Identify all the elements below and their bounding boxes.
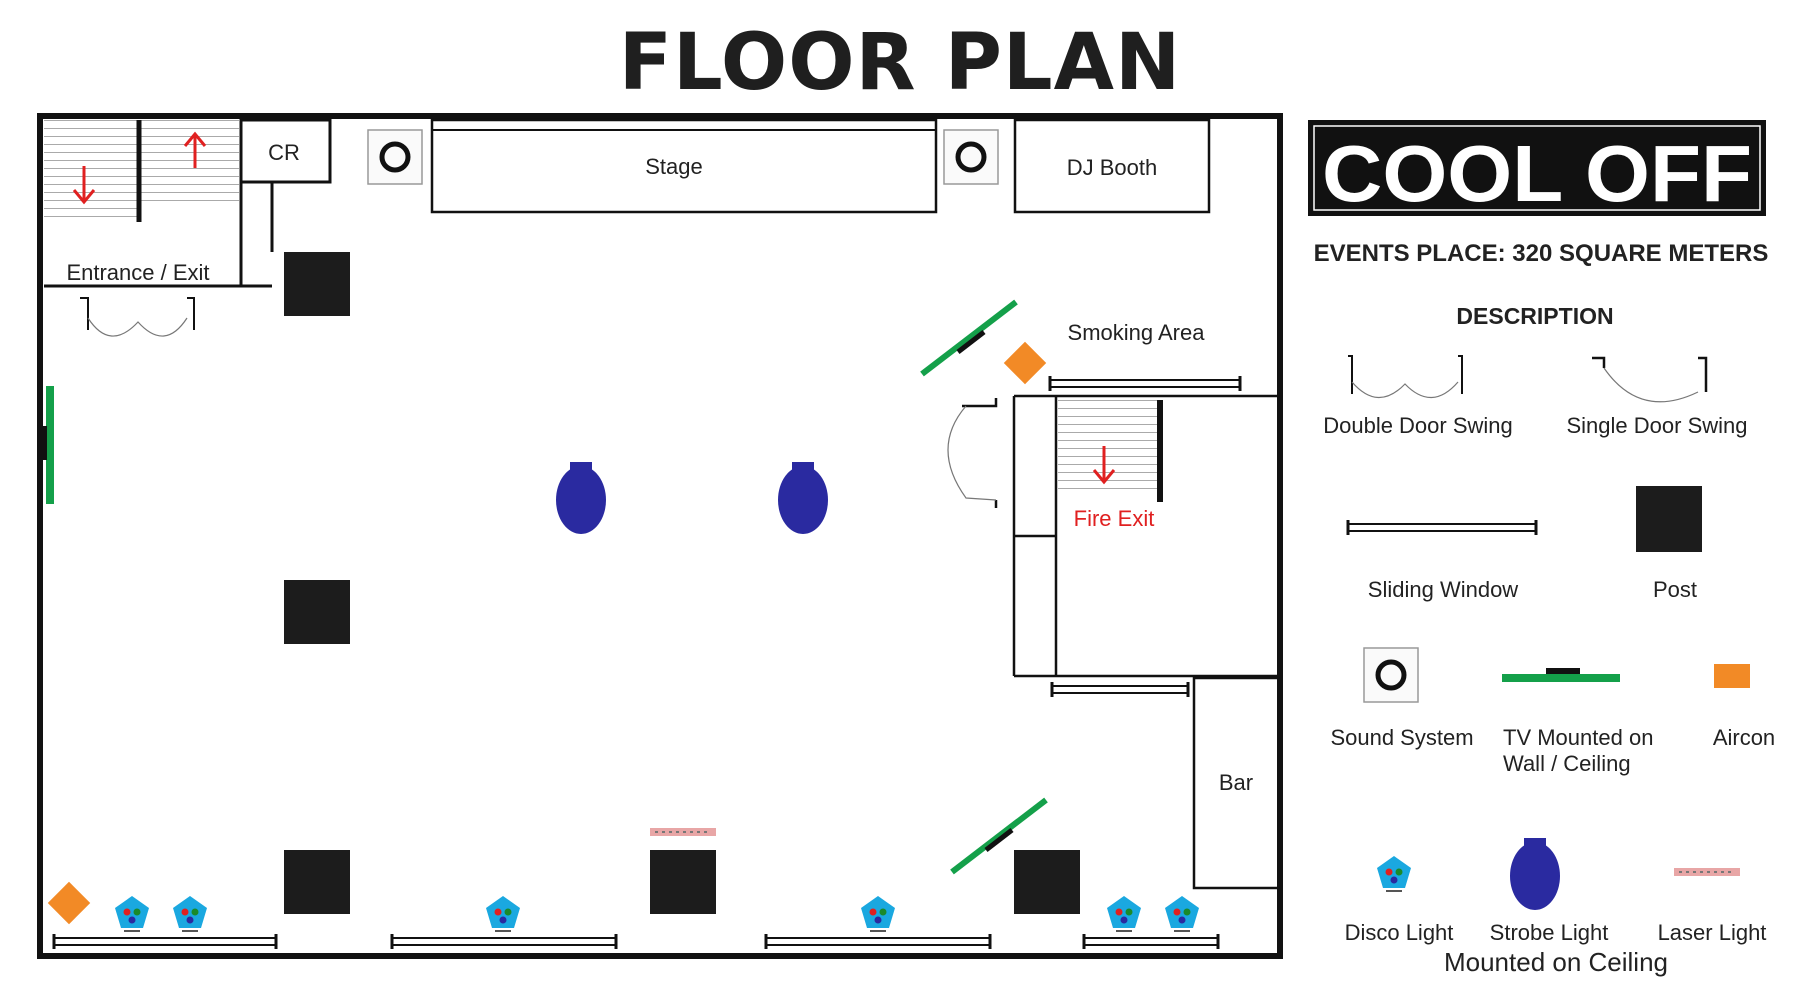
- disco-light: [1107, 896, 1141, 932]
- legend-disco-light-icon: [1377, 856, 1411, 892]
- sound-system: [367, 129, 423, 185]
- disco-light: [173, 896, 207, 932]
- legend-double-door-label: Double Door Swing: [1323, 413, 1513, 438]
- legend-post-icon: [1636, 486, 1702, 552]
- legend-double-door-icon: [1348, 355, 1463, 399]
- stair-up: [141, 120, 239, 208]
- page-title: FLOOR PLAN: [618, 18, 1182, 108]
- legend-laser-light-label: Laser Light: [1658, 920, 1767, 945]
- post: [284, 850, 350, 914]
- legend: DESCRIPTION Double Door Swing Single Doo…: [1323, 303, 1775, 977]
- legend-ceiling-note: Mounted on Ceiling: [1444, 947, 1668, 977]
- legend-sound-system-label: Sound System: [1330, 725, 1473, 750]
- tv-mounted-bottom: [950, 797, 1048, 875]
- disco-light: [486, 896, 520, 932]
- legend-tv-icon: [1502, 668, 1620, 682]
- legend-tv-label-2: Wall / Ceiling: [1503, 751, 1631, 776]
- exit-arrow-down: [72, 166, 96, 205]
- tv-mounted-smoking: [920, 299, 1018, 377]
- smoking-area-label: Smoking Area: [1068, 320, 1206, 345]
- strobe-light: [556, 462, 606, 534]
- fire-exit-block: Fire Exit: [947, 394, 1278, 678]
- sliding-window: [1048, 376, 1242, 391]
- sound-system: [943, 129, 999, 185]
- fire-exit-stair: [1058, 400, 1158, 496]
- post: [1014, 850, 1080, 914]
- stage: Stage: [430, 118, 938, 214]
- legend-disco-light-label: Disco Light: [1345, 920, 1454, 945]
- post: [650, 850, 716, 914]
- entrance-area: Entrance / Exit: [44, 120, 272, 337]
- fire-exit-arrow: [1092, 446, 1116, 485]
- outer-wall: [37, 113, 1283, 959]
- sliding-window: [764, 934, 992, 949]
- legend-aircon-icon: [1714, 664, 1750, 688]
- fire-exit-label: Fire Exit: [1074, 506, 1155, 531]
- legend-single-door-icon: [1592, 356, 1708, 403]
- disco-light: [115, 896, 149, 932]
- strobe-light: [778, 462, 828, 534]
- legend-sliding-window-label: Sliding Window: [1368, 577, 1519, 602]
- laser-light: [650, 828, 716, 836]
- cr-label: CR: [268, 140, 300, 165]
- aircon: [1003, 341, 1047, 385]
- fire-exit-single-door: [947, 398, 998, 508]
- tv-wall-left: [42, 386, 54, 504]
- disco-light: [861, 896, 895, 932]
- stair-down: [44, 120, 138, 220]
- legend-tv-label-1: TV Mounted on: [1503, 725, 1653, 750]
- entrance-label: Entrance / Exit: [66, 260, 209, 285]
- sliding-window: [52, 934, 278, 949]
- disco-light: [1165, 896, 1199, 932]
- aircon: [47, 881, 91, 925]
- post: [284, 252, 350, 316]
- sliding-window: [390, 934, 618, 949]
- legend-post-label: Post: [1653, 577, 1697, 602]
- legend-single-door-label: Single Door Swing: [1567, 413, 1748, 438]
- logo-text: COOL OFF: [1322, 129, 1752, 218]
- cool-off-logo: COOL OFF: [1308, 120, 1766, 218]
- legend-strobe-light-icon: [1510, 838, 1560, 910]
- legend-aircon-label: Aircon: [1713, 725, 1775, 750]
- legend-strobe-light-label: Strobe Light: [1490, 920, 1609, 945]
- stage-label: Stage: [645, 154, 703, 179]
- entrance-double-door: [80, 297, 195, 337]
- bar: Bar: [1192, 676, 1278, 890]
- dj-booth: DJ Booth: [1013, 118, 1211, 214]
- events-area-text: EVENTS PLACE: 320 SQUARE METERS: [1314, 240, 1769, 267]
- dj-booth-label: DJ Booth: [1067, 155, 1158, 180]
- entrance-arrow-up: [183, 131, 207, 168]
- cr-room: CR: [239, 118, 332, 252]
- legend-sliding-window-icon: [1346, 520, 1538, 535]
- sliding-window: [1082, 934, 1220, 949]
- bar-label: Bar: [1219, 770, 1253, 795]
- legend-heading: DESCRIPTION: [1456, 303, 1613, 329]
- post: [284, 580, 350, 644]
- legend-sound-system-icon: [1363, 647, 1419, 703]
- legend-laser-light-icon: [1674, 868, 1740, 876]
- sliding-window: [1050, 682, 1190, 697]
